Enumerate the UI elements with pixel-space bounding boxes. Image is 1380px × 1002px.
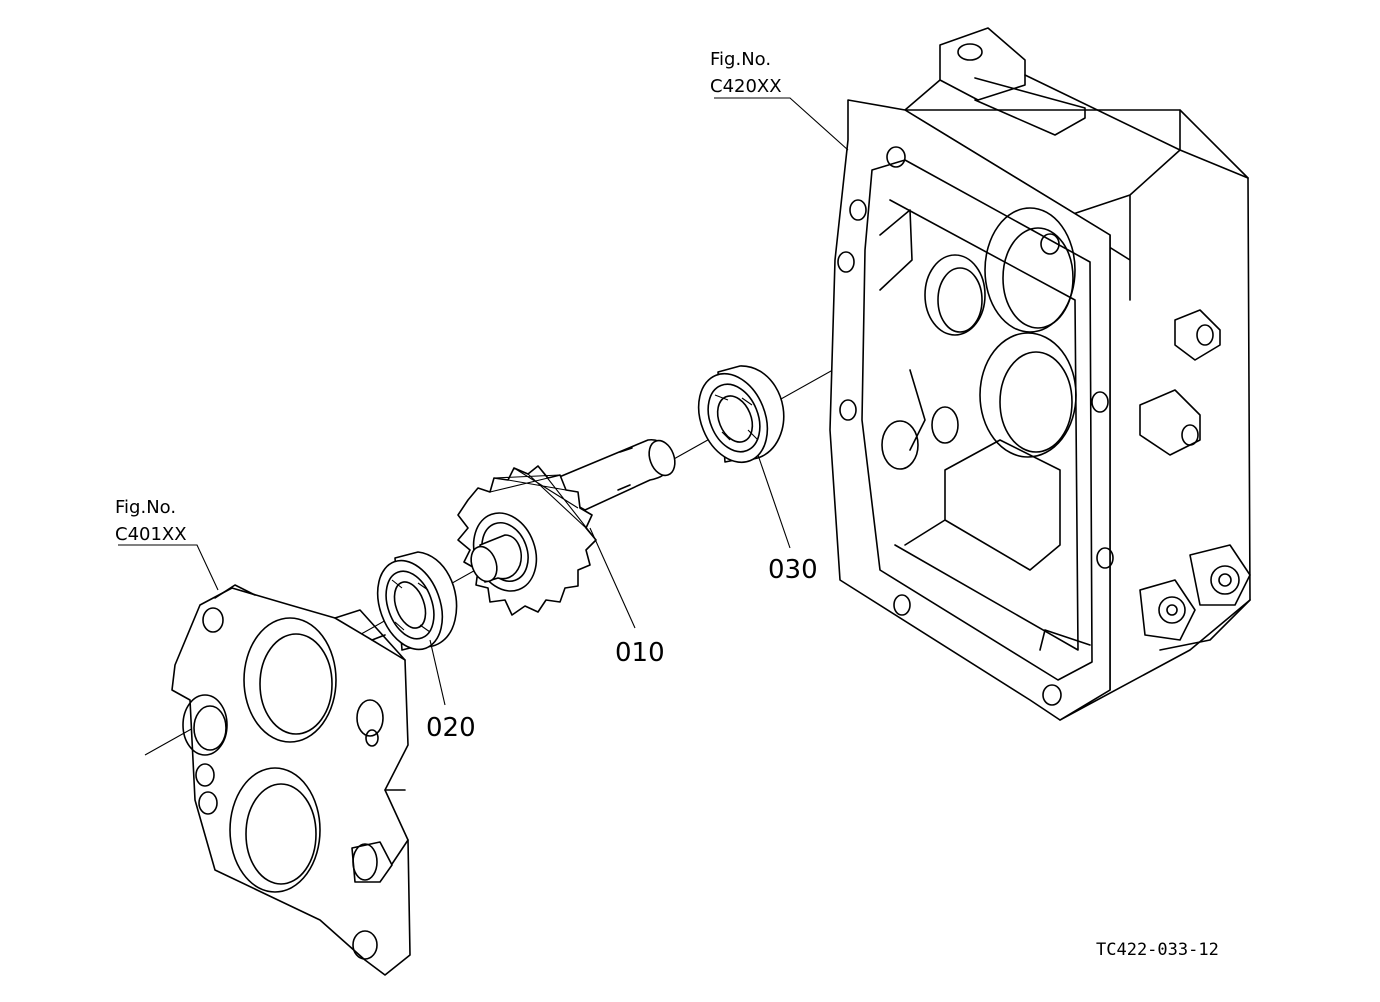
callout-030: 030 (768, 555, 818, 585)
housing-bore-upper-left (924, 254, 986, 336)
leader-030 (757, 454, 791, 549)
housing-bore-upper-right (984, 207, 1076, 333)
fig-ref-c420xx-line1: Fig.No. (710, 49, 771, 70)
drawing-code: TC422-033-12 (1096, 940, 1219, 960)
housing-small-bore (881, 406, 959, 470)
flange-bolt-holes (837, 146, 1114, 706)
cover-plate (171, 584, 411, 976)
leader-c420xx (714, 97, 849, 151)
bearing-rear-030 (697, 365, 785, 464)
gear-shaft-010 (457, 439, 676, 616)
bearing-front-020 (376, 551, 458, 651)
fig-ref-c401xx-line2: C401XX (115, 524, 187, 545)
callout-020: 020 (426, 713, 476, 743)
side-boss-bottom-2 (1139, 579, 1196, 641)
leader-020 (429, 639, 446, 706)
callout-010: 010 (615, 638, 665, 668)
transmission-housing (829, 27, 1251, 721)
fig-ref-c401xx-line1: Fig.No. (115, 497, 176, 518)
side-boss-upper (1174, 309, 1221, 361)
leader-c401xx (118, 544, 219, 591)
side-boss-lower (1139, 389, 1201, 456)
leader-010 (589, 527, 636, 629)
housing-bore-middle (979, 332, 1077, 458)
side-boss-bottom-1 (1189, 544, 1251, 606)
fig-ref-c420xx-line2: C420XX (710, 76, 782, 97)
